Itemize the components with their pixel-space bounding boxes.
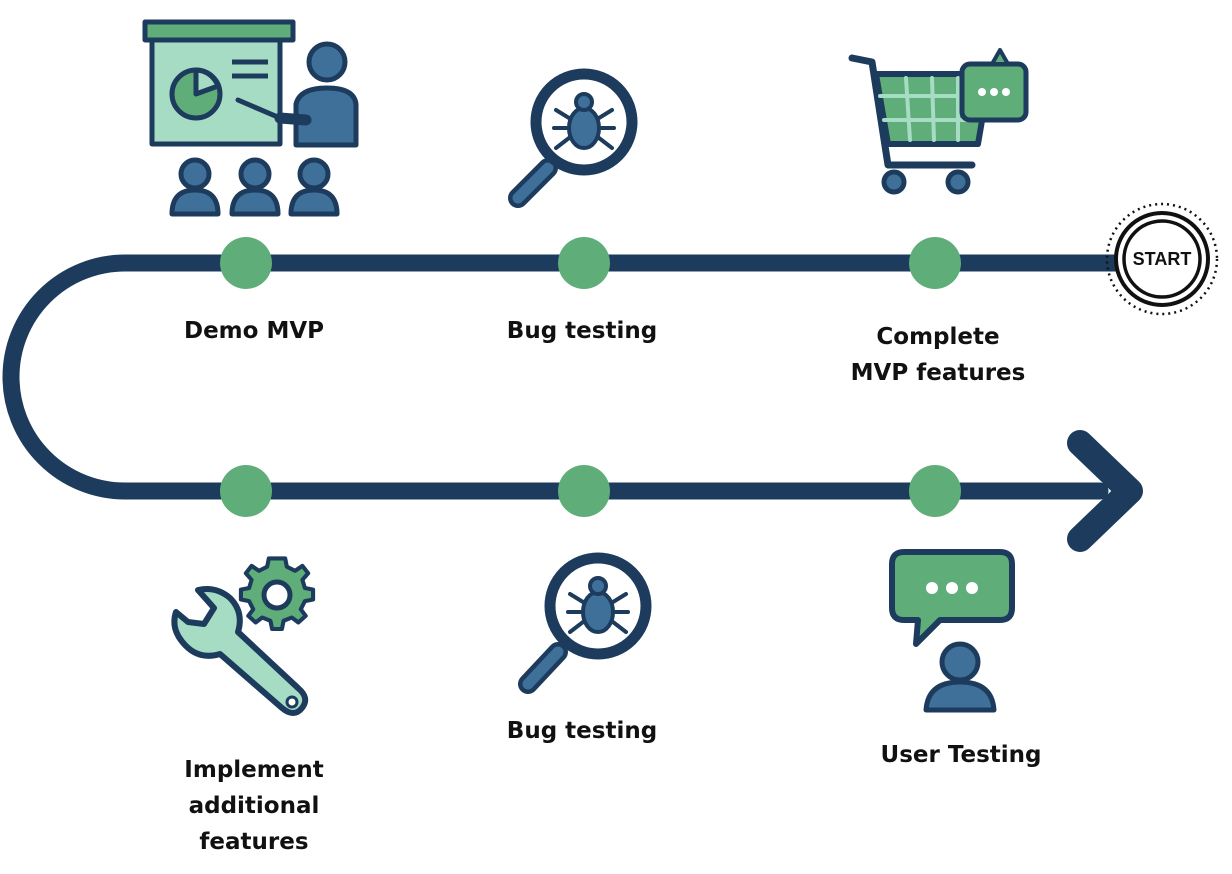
wrench-gear-icon (171, 556, 316, 716)
label-line: Bug testing (506, 318, 658, 344)
node-demo-mvp (220, 237, 272, 289)
milestone-label-implement-features: Implement additional features (144, 752, 364, 860)
label-line: Bug testing (506, 718, 658, 744)
bug-magnifier-icon-bottom (518, 552, 652, 694)
presentation-icon (142, 19, 359, 217)
user-feedback-icon (889, 549, 1015, 713)
label-line: features (199, 829, 309, 855)
node-complete-mvp (909, 237, 961, 289)
label-line: Demo MVP (183, 318, 324, 344)
milestone-label-bug-testing-top: Bug testing (482, 313, 682, 349)
milestone-label-bug-testing-bottom: Bug testing (482, 713, 682, 749)
shopping-cart-icon (848, 48, 1029, 195)
roadmap-path (2, 254, 1127, 500)
start-label: START (1133, 249, 1192, 269)
node-bug-testing-bottom (558, 465, 610, 517)
start-badge: START (1105, 202, 1219, 316)
milestone-label-complete-mvp: Complete MVP features (828, 319, 1048, 391)
label-line: Complete (876, 324, 1000, 350)
milestone-label-user-testing: User Testing (846, 737, 1076, 773)
end-arrowhead (1067, 430, 1143, 552)
label-line: User Testing (880, 742, 1042, 768)
label-line: Implement (184, 757, 324, 783)
milestone-label-demo-mvp: Demo MVP (154, 313, 354, 349)
label-line: MVP features (850, 360, 1026, 386)
node-user-testing (909, 465, 961, 517)
node-implement-features (220, 465, 272, 517)
bug-magnifier-icon-top (508, 68, 638, 208)
label-line: additional (188, 793, 320, 819)
node-bug-testing-top (558, 237, 610, 289)
